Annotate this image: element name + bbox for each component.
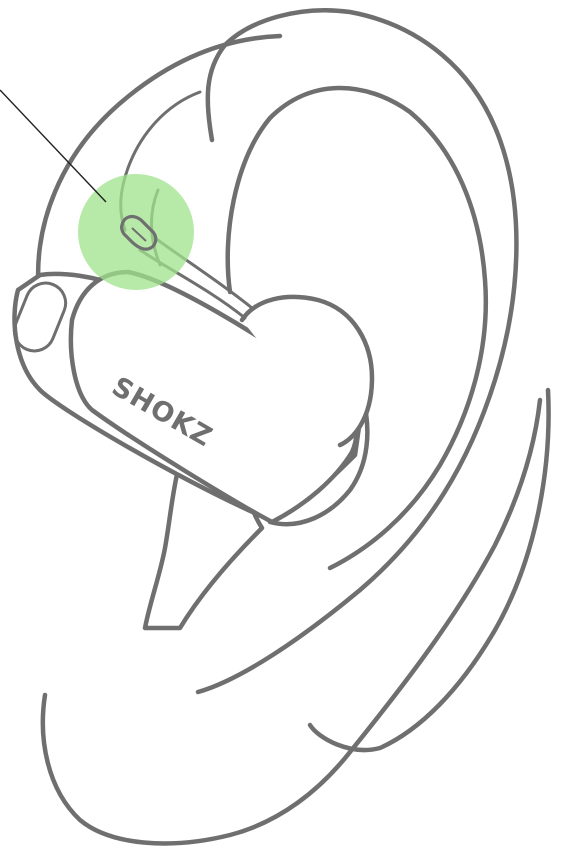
microphone-port-inner: [131, 227, 147, 242]
ear-antihelix: [225, 85, 489, 571]
ear-helix-outer: [195, 8, 519, 695]
earbud-side-button: [12, 281, 68, 353]
ear-hook-outer: [35, 33, 283, 303]
ear-concha-lower: [267, 392, 370, 527]
callout-leader-line: [0, 89, 107, 203]
ear-lobe: [40, 397, 543, 846]
microphone-port-icon: [120, 214, 158, 251]
earbud-speaker-nub: [239, 294, 375, 448]
